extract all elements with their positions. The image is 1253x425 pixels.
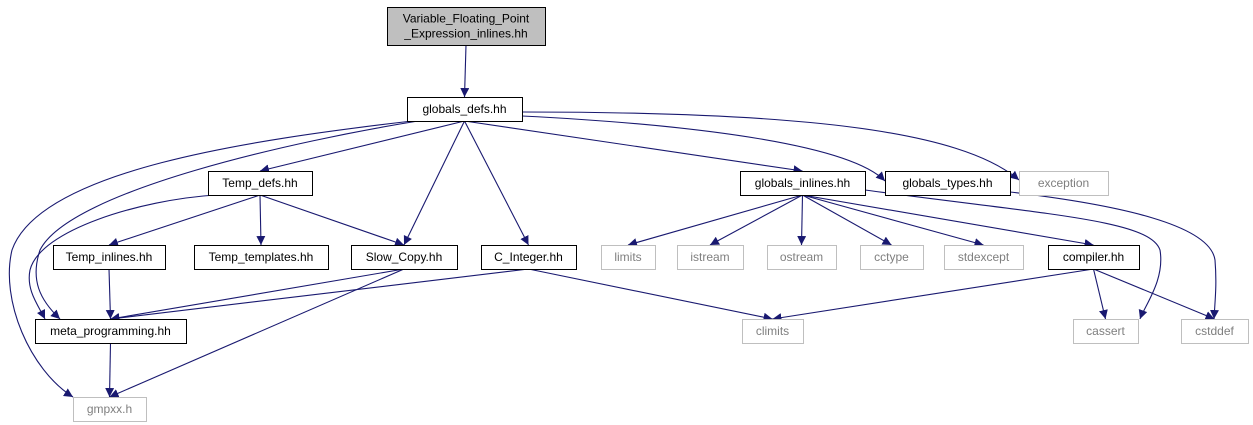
node-box <box>407 97 523 122</box>
node-box <box>677 245 744 270</box>
node-box <box>351 245 458 270</box>
node-climits: climits <box>742 319 804 344</box>
edge-compiler-to-cstddef <box>1093 268 1215 320</box>
node-box <box>194 245 329 270</box>
edge-temp-inlines-to-meta-programming <box>105 268 115 320</box>
edge-globals-defs-to-exception <box>521 111 1020 181</box>
node-label: cstddef <box>1195 324 1234 338</box>
node-gmpxx: gmpxx.h <box>73 397 147 422</box>
node-slow-copy[interactable]: Slow_Copy.hh <box>351 245 458 270</box>
node-label: meta_programming.hh <box>50 324 171 338</box>
edges-layer <box>8 44 1219 398</box>
node-box <box>885 171 1011 196</box>
node-label: cctype <box>874 250 909 264</box>
node-c-integer[interactable]: C_Integer.hh <box>481 245 577 270</box>
edge-globals-inlines-to-cctype <box>802 194 892 246</box>
node-label: globals_defs.hh <box>422 102 506 116</box>
node-box <box>944 245 1024 270</box>
node-box <box>740 171 866 196</box>
node-box <box>860 245 924 270</box>
node-label: gmpxx.h <box>87 402 132 416</box>
node-label: climits <box>756 324 789 338</box>
node-cstddef: cstddef <box>1181 319 1249 344</box>
node-compiler[interactable]: compiler.hh <box>1048 245 1140 270</box>
node-label: limits <box>614 250 641 264</box>
node-box <box>73 397 147 422</box>
edge-slow-copy-to-gmpxx <box>109 268 405 398</box>
node-label: Slow_Copy.hh <box>366 250 443 264</box>
node-label: cassert <box>1086 324 1125 338</box>
edge-c-integer-to-meta-programming <box>110 268 529 323</box>
node-temp-templates[interactable]: Temp_templates.hh <box>194 245 329 270</box>
edge-globals-defs-to-globals-types <box>521 115 886 182</box>
edge-compiler-to-climits <box>772 268 1094 323</box>
edge-globals-inlines-to-compiler <box>802 194 1094 248</box>
edge-globals-inlines-to-stdexcept <box>802 194 984 247</box>
node-box <box>35 319 187 344</box>
node-cassert: cassert <box>1073 319 1139 344</box>
node-box <box>481 245 577 270</box>
node-label: Variable_Floating_Point <box>403 12 530 26</box>
node-globals-inlines[interactable]: globals_inlines.hh <box>740 171 866 196</box>
edge-globals-defs-to-slow-copy <box>403 120 465 246</box>
node-label: _Expression_inlines.hh <box>403 27 527 41</box>
edge-globals-defs-to-temp-defs <box>259 120 465 174</box>
edge-globals-inlines-to-limits <box>627 194 803 247</box>
node-label: globals_inlines.hh <box>755 176 850 190</box>
edge-slow-copy-to-meta-programming <box>110 268 405 322</box>
node-temp-inlines[interactable]: Temp_inlines.hh <box>53 245 166 270</box>
node-meta-programming[interactable]: meta_programming.hh <box>35 319 187 344</box>
edge-meta-programming-to-gmpxx <box>105 342 115 398</box>
node-box <box>742 319 804 344</box>
node-ostream: ostream <box>767 245 837 270</box>
edge-globals-inlines-to-istream <box>709 194 803 246</box>
edge-root-to-globals-defs <box>460 44 470 98</box>
node-temp-defs[interactable]: Temp_defs.hh <box>208 171 313 196</box>
node-box <box>208 171 313 196</box>
node-root[interactable]: Variable_Floating_Point_Expression_inlin… <box>387 7 546 46</box>
node-istream: istream <box>677 245 744 270</box>
node-label: exception <box>1038 176 1089 190</box>
node-label: stdexcept <box>958 250 1010 264</box>
node-box <box>1073 319 1139 344</box>
edge-temp-defs-to-meta-programming <box>28 194 216 320</box>
node-box <box>387 7 546 46</box>
node-box <box>53 245 166 270</box>
node-limits: limits <box>601 245 656 270</box>
edge-globals-inlines-to-ostream <box>797 194 807 246</box>
edge-globals-defs-to-gmpxx <box>8 120 413 398</box>
node-globals-types[interactable]: globals_types.hh <box>885 171 1011 196</box>
edge-globals-types-to-cstddef <box>1009 191 1219 320</box>
node-box <box>1181 319 1249 344</box>
edge-temp-defs-to-slow-copy <box>259 194 405 247</box>
edge-globals-defs-to-meta-programming <box>35 120 419 320</box>
node-box <box>1019 171 1109 196</box>
node-label: Temp_inlines.hh <box>66 250 153 264</box>
node-cctype: cctype <box>860 245 924 270</box>
node-label: globals_types.hh <box>902 176 992 190</box>
node-label: C_Integer.hh <box>494 250 563 264</box>
node-globals-defs[interactable]: globals_defs.hh <box>407 97 523 122</box>
node-box <box>767 245 837 270</box>
edge-c-integer-to-climits <box>528 268 773 322</box>
edge-globals-defs-to-globals-inlines <box>464 120 803 175</box>
node-label: Temp_templates.hh <box>209 250 314 264</box>
nodes-layer: Variable_Floating_Point_Expression_inlin… <box>35 7 1249 422</box>
node-label: ostream <box>780 250 823 264</box>
node-label: Temp_defs.hh <box>222 176 297 190</box>
node-label: compiler.hh <box>1063 250 1124 264</box>
node-label: istream <box>690 250 729 264</box>
edge-temp-defs-to-temp-templates <box>256 194 266 246</box>
edge-temp-defs-to-temp-inlines <box>108 194 261 247</box>
edge-compiler-to-cassert <box>1092 268 1108 320</box>
node-box <box>601 245 656 270</box>
edge-globals-defs-to-c-integer <box>464 120 529 246</box>
node-stdexcept: stdexcept <box>944 245 1024 270</box>
node-box <box>1048 245 1140 270</box>
node-exception: exception <box>1019 171 1109 196</box>
